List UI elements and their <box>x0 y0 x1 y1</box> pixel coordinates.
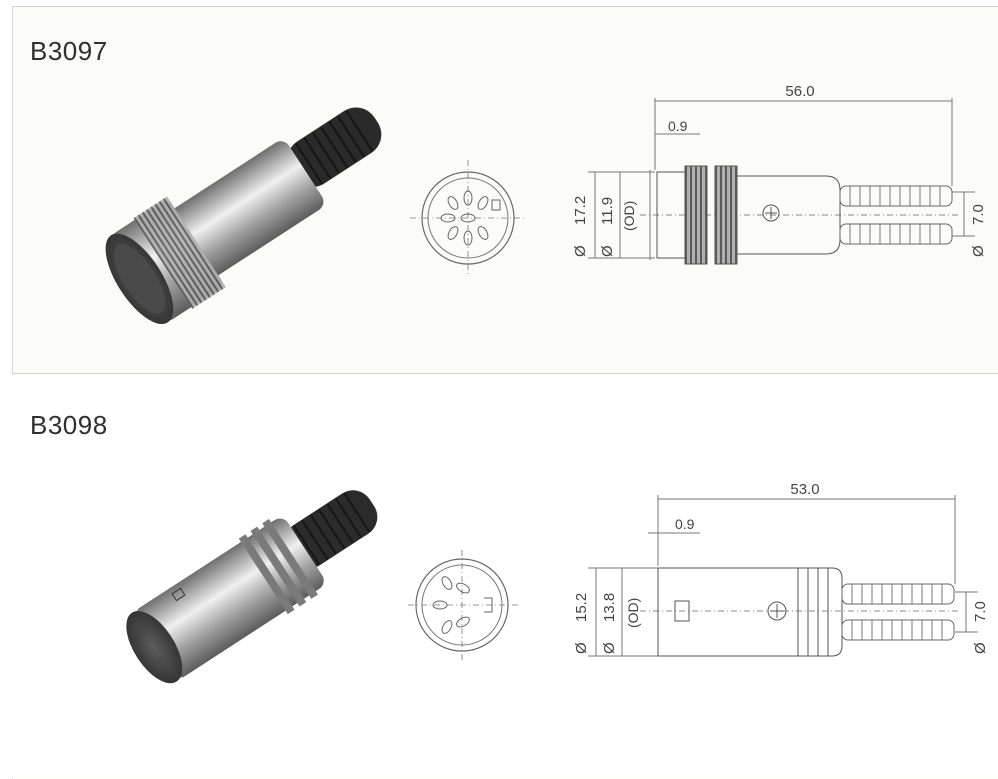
dim-cable-symbol-b3097: Ø <box>970 245 987 257</box>
dim-cable-diameter-b3098: 7.0 <box>972 601 989 622</box>
connector-photo-b3098 <box>126 490 378 684</box>
dim-od-symbol-b3098: Ø <box>601 642 618 654</box>
dim-outer-diameter-b3097: 17.2 <box>572 196 589 225</box>
connector-photo-b3097 <box>105 107 382 325</box>
dim-outer-symbol-b3098: Ø <box>573 642 590 654</box>
dim-length-b3098: 53.0 <box>790 481 819 498</box>
dim-offset-b3098: 0.9 <box>675 516 695 532</box>
pin-layout-b3098 <box>408 550 520 660</box>
dim-cable-symbol-b3098: Ø <box>972 642 989 654</box>
side-drawing-b3097 <box>588 98 975 265</box>
dim-outer-diameter-b3098: 15.2 <box>573 593 590 622</box>
dim-od-symbol-b3097: Ø <box>599 245 616 257</box>
part-title-b3098: B3098 <box>30 410 108 440</box>
dim-od-label-b3097: (OD) <box>621 201 637 231</box>
dim-od-diameter-b3097: 11.9 <box>599 197 616 225</box>
pin-layout-b3097 <box>410 160 526 276</box>
dim-length-b3097: 56.0 <box>785 83 814 100</box>
dim-od-label-b3098: (OD) <box>625 598 641 628</box>
dim-od-diameter-b3098: 13.8 <box>601 593 618 622</box>
part-title-b3097: B3097 <box>30 36 108 66</box>
dim-cable-diameter-b3097: 7.0 <box>970 204 987 225</box>
dim-outer-symbol-b3097: Ø <box>572 245 589 257</box>
side-drawing-b3098 <box>588 495 978 657</box>
dim-offset-b3097: 0.9 <box>668 118 688 134</box>
